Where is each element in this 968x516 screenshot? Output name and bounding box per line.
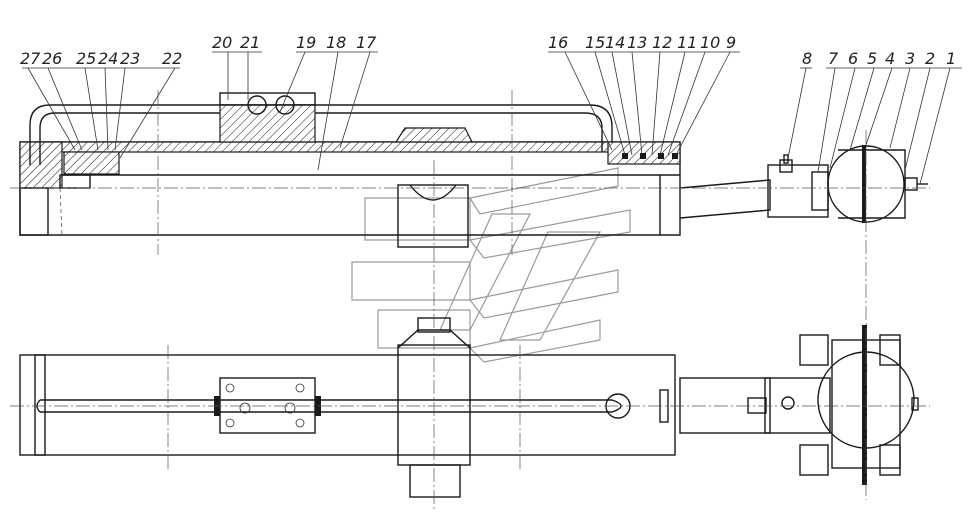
callout-10: 10 [700,33,720,52]
watermark-logo [351,167,631,363]
callout-21: 21 [240,33,260,52]
callout-25: 25 [76,49,96,68]
callout-11: 11 [677,33,697,52]
callout-5: 5 [867,49,877,68]
callout-labels: 27 26 25 24 23 22 20 21 19 18 17 16 15 1… [20,33,956,68]
callout-9: 9 [726,33,736,52]
callout-8: 8 [802,49,812,68]
centerlines [10,90,930,510]
callout-24: 24 [98,49,118,68]
callout-22: 22 [162,49,182,68]
callout-2: 2 [925,49,935,68]
callout-4: 4 [885,49,895,68]
section-view [19,92,928,248]
callout-18: 18 [326,33,346,52]
callout-20: 20 [212,33,232,52]
callout-7: 7 [828,49,839,68]
callout-23: 23 [120,49,140,68]
callout-1: 1 [946,49,956,68]
callout-14: 14 [605,33,625,52]
callout-16: 16 [548,33,568,52]
callout-26: 26 [42,49,62,68]
callout-3: 3 [905,49,915,68]
callout-12: 12 [652,33,672,52]
callout-19: 19 [296,33,316,52]
plan-view [19,317,919,498]
callout-17: 17 [356,33,377,52]
callout-27: 27 [20,49,41,68]
callout-13: 13 [627,33,647,52]
callout-15: 15 [585,33,605,52]
leader-lines [22,51,962,185]
callout-6: 6 [848,49,858,68]
